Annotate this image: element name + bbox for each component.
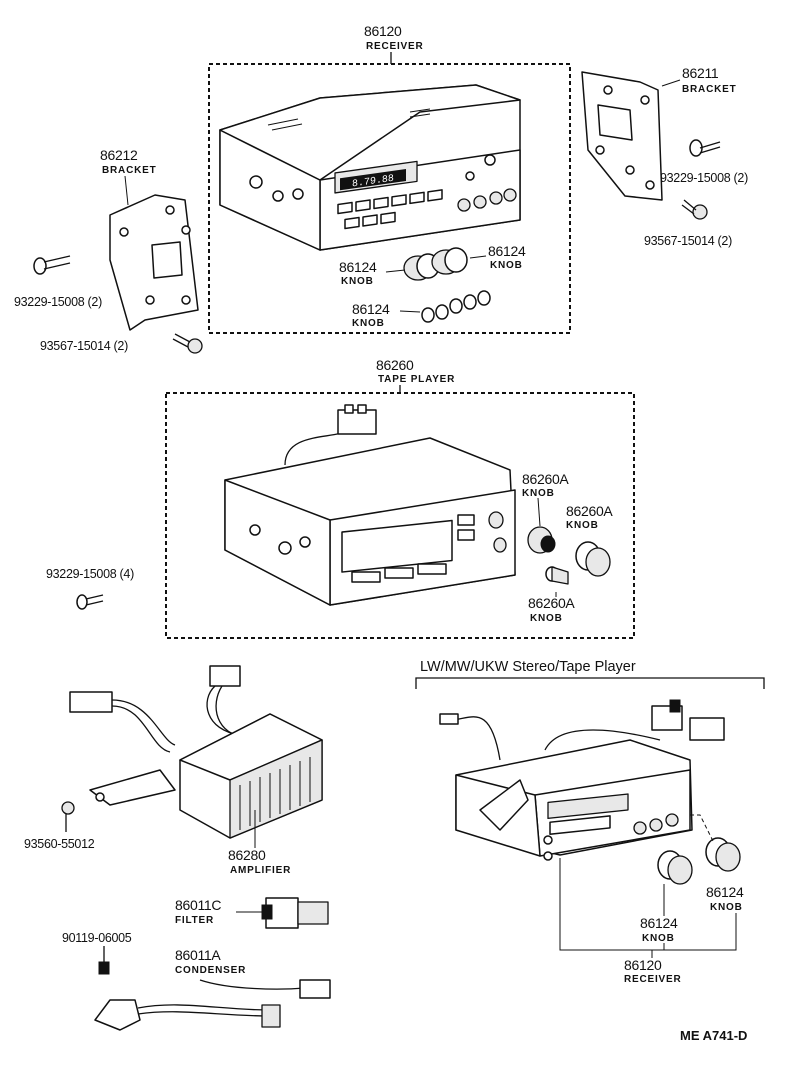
tape-knob-a-part-number: 86260A (522, 471, 569, 487)
bracket-right-label: BRACKET (682, 84, 737, 95)
tape-player-part-number: 86260 (376, 357, 414, 373)
tape-knob-a-label: KNOB (522, 488, 555, 499)
variant-receiver-part-number: 86120 (624, 957, 662, 973)
condenser-part-number: 86011A (175, 947, 221, 963)
screw-tape-drawing (76, 594, 104, 610)
screw-tape-label: 93229-15008 (4) (46, 567, 134, 581)
tape-player-unit-drawing (224, 404, 516, 606)
bolt-right-label: 93567-15014 (2) (644, 234, 732, 248)
knob-c-label: KNOB (352, 318, 385, 329)
knob-b-part-number: 86124 (488, 243, 526, 259)
knob-b-drawing (431, 247, 468, 275)
variant-receiver-label: RECEIVER (624, 974, 682, 985)
bracket-right-part-number: 86211 (682, 65, 719, 81)
variant-unit-drawing (439, 699, 725, 861)
variant-bracket-line (415, 677, 765, 689)
bolt-amp-drawing (61, 801, 75, 832)
knob-b-label: KNOB (490, 260, 523, 271)
screw-condenser-drawing (98, 946, 110, 975)
bracket-left-part-number: 86212 (100, 147, 138, 163)
bolt-left-drawing (172, 333, 203, 354)
screw-condenser-label: 90119-06005 (62, 931, 132, 945)
condenser-drawing (94, 979, 331, 1031)
receiver-group: 86120 RECEIVER 8.79.88 (208, 23, 571, 334)
bolt-amp-label: 93560-55012 (24, 837, 95, 851)
variant-knob-part-number: 86124 (640, 915, 678, 931)
screw-right-drawing (689, 139, 721, 157)
knob-a-part-number: 86124 (339, 259, 377, 275)
tape-knob-c-label: KNOB (530, 613, 563, 624)
variant-knob-drawing (657, 850, 693, 885)
tape-player-dashed-frame (165, 392, 635, 639)
screw-right-label: 93229-15008 (2) (660, 171, 748, 185)
tape-knob-c-part-number: 86260A (528, 595, 575, 611)
variant-title: LW/MW/UKW Stereo/Tape Player (420, 659, 636, 675)
variant-knob2-drawing (705, 837, 741, 872)
drawing-code: ME A741-D (680, 1028, 747, 1043)
knob-c-drawings (421, 290, 491, 323)
knob-c-part-number: 86124 (352, 301, 390, 317)
amplifier-label: AMPLIFIER (230, 865, 291, 876)
tape-player-label: TAPE PLAYER (378, 374, 455, 385)
knob-a-label: KNOB (341, 276, 374, 287)
receiver-label: RECEIVER (366, 41, 424, 52)
bracket-left-group: 86212 BRACKET 93229-15008 (2) 93567-1501… (14, 147, 203, 354)
tape-player-group: 86260 TAPE PLAYER 86 (46, 357, 635, 639)
filter-label: FILTER (175, 915, 214, 926)
tape-knob-a-drawing (527, 526, 556, 554)
variant-knob-label: KNOB (642, 933, 675, 944)
filter-part-number: 86011C (175, 897, 221, 913)
screw-left-drawing (33, 255, 71, 275)
tape-knob-b-drawing (575, 541, 611, 577)
condenser-label: CONDENSER (175, 965, 246, 976)
filter-drawing (261, 897, 329, 929)
variant-knob2-part-number: 86124 (706, 884, 744, 900)
variant-knob2-label: KNOB (710, 902, 743, 913)
tape-knob-c-drawing (545, 566, 569, 585)
bolt-right-drawing (681, 199, 708, 220)
filter-condenser-group: 86011C FILTER 90119-06005 86011A CONDENS… (62, 897, 331, 1031)
amplifier-part-number: 86280 (228, 847, 266, 863)
tape-knob-b-label: KNOB (566, 520, 599, 531)
screw-left-label: 93229-15008 (2) (14, 295, 102, 309)
bolt-left-label: 93567-15014 (2) (40, 339, 128, 353)
receiver-unit-drawing: 8.79.88 (219, 84, 521, 251)
bracket-left-label: BRACKET (102, 165, 157, 176)
tape-knob-b-part-number: 86260A (566, 503, 613, 519)
amplifier-drawing (69, 665, 323, 839)
variant-group: LW/MW/UKW Stereo/Tape Player (415, 659, 765, 985)
receiver-part-number: 86120 (364, 23, 402, 39)
amplifier-group: 86280 AMPLIFIER 93560-55012 (24, 665, 323, 876)
bracket-right-group: 86211 BRACKET 93229-15008 (2) 93567-1501… (581, 65, 748, 248)
